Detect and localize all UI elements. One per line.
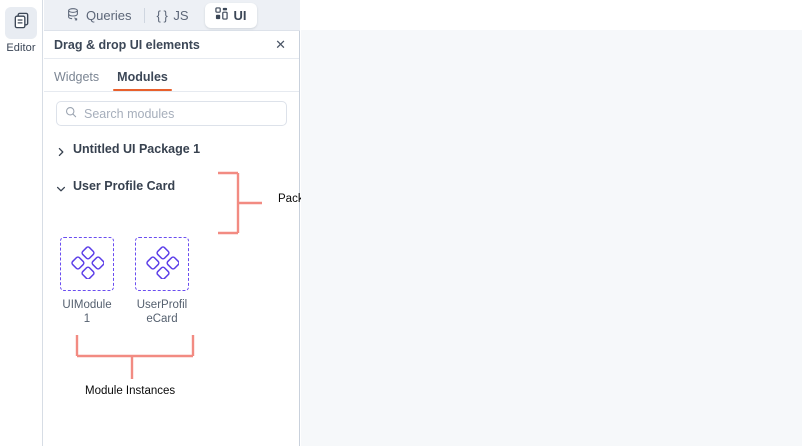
tab-modules[interactable]: Modules <box>113 70 172 91</box>
braces-icon: { } <box>156 7 168 23</box>
tab-ui[interactable]: UI <box>204 2 257 28</box>
module-instances-grid: UIModule 1 UserProfileCard <box>60 237 189 326</box>
tree-item-untitled-ui-package-1[interactable]: Untitled UI Package 1 <box>56 136 287 161</box>
database-query-icon <box>66 7 80 24</box>
editor-tabstrip: Queries { } JS UI <box>44 0 300 31</box>
module-item-label: UserProfileCard <box>136 299 188 325</box>
module-thumbnail[interactable] <box>135 237 189 291</box>
left-rail: Editor <box>0 0 43 446</box>
annotation-bracket-package <box>218 171 262 235</box>
tab-widgets[interactable]: Widgets <box>50 70 103 91</box>
panel-header: Drag & drop UI elements ✕ <box>44 31 299 59</box>
sidebar-item-editor[interactable] <box>5 7 37 39</box>
tree-item-label: User Profile Card <box>73 178 176 193</box>
search-container <box>44 92 299 126</box>
close-icon[interactable]: ✕ <box>275 37 286 52</box>
editor-canvas[interactable] <box>301 30 802 446</box>
module-thumbnail[interactable] <box>60 237 114 291</box>
panel-subtabs: Widgets Modules <box>44 59 299 92</box>
ui-elements-panel: Drag & drop UI elements ✕ Widgets Module… <box>44 31 300 446</box>
sidebar-item-editor-label: Editor <box>6 42 36 54</box>
grid-squares-icon <box>214 7 228 23</box>
search-modules-box[interactable] <box>56 101 287 126</box>
four-diamonds-module-icon <box>145 245 180 284</box>
annotation-label-module-instances: Module Instances <box>85 385 176 397</box>
tree-item-user-profile-card[interactable]: User Profile Card <box>56 173 287 198</box>
module-item-label: UIModule 1 <box>62 299 112 325</box>
annotation-bracket-module-instances <box>75 335 195 379</box>
search-icon <box>65 105 77 123</box>
tab-modules-label: Modules <box>117 70 168 84</box>
chevron-down-icon[interactable] <box>56 181 66 191</box>
tab-queries[interactable]: Queries <box>56 3 142 28</box>
module-item-uimodule1[interactable]: UIModule 1 <box>60 237 114 326</box>
tree-item-label: Untitled UI Package 1 <box>73 141 201 156</box>
four-diamonds-module-icon <box>70 245 105 284</box>
chevron-right-icon[interactable] <box>56 144 66 156</box>
tab-ui-label: UI <box>233 7 247 23</box>
tab-widgets-label: Widgets <box>54 70 100 84</box>
tab-queries-label: Queries <box>86 7 132 23</box>
search-input[interactable] <box>84 106 278 121</box>
canvas-top-strip <box>301 0 802 30</box>
tab-divider <box>143 7 145 23</box>
documents-stack-icon <box>12 11 31 35</box>
tab-js-label: JS <box>173 7 189 23</box>
tab-js[interactable]: { } JS <box>147 3 199 28</box>
panel-title: Drag & drop UI elements <box>54 37 200 52</box>
module-item-userprofilecard[interactable]: UserProfileCard <box>135 237 189 326</box>
modules-tree: Untitled UI Package 1 User Profile Card <box>44 126 299 198</box>
